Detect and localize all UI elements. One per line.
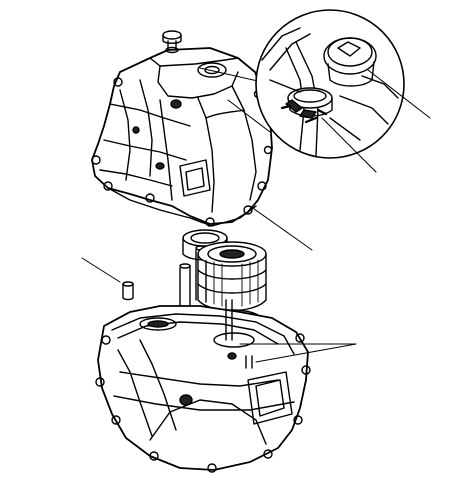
clutch-housing — [95, 299, 311, 473]
inset-detail-magnified — [199, 9, 405, 159]
leader-lines — [81, 69, 431, 363]
leader-line-pin-b — [255, 343, 357, 363]
drain-plug — [162, 30, 182, 54]
dowel-pin — [122, 281, 134, 301]
leader-line-plug — [367, 69, 431, 119]
leader-line-clip — [321, 117, 377, 173]
leader-line-dowel — [81, 257, 121, 283]
leader-line-housing — [249, 205, 313, 251]
transmission-housing — [91, 47, 273, 227]
